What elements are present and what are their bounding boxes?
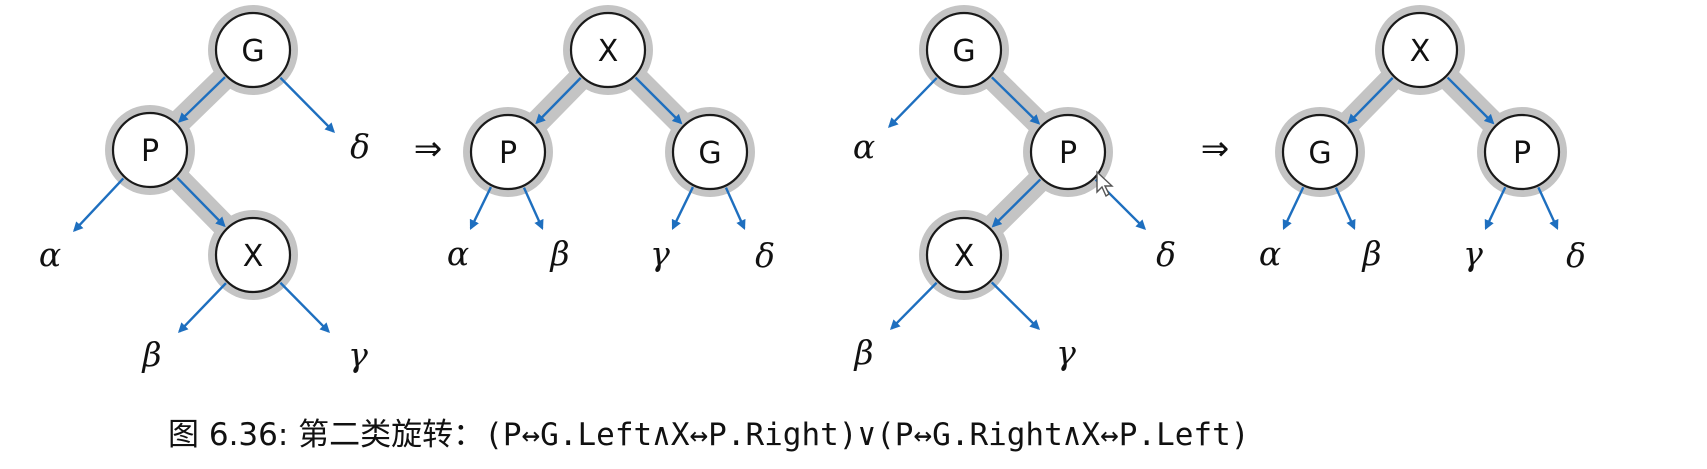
- right-double-arrow-icon: ⇒: [1201, 129, 1230, 169]
- case1-after-node-label-X: X: [598, 34, 619, 69]
- case1-after-subtree-label-2: γ: [650, 234, 670, 273]
- figure-caption: 图 6.36: 第二类旋转：(P↔G.Left∧X↔P.Right)∨(P↔G.…: [168, 420, 1249, 451]
- case2-before-node-G: [925, 11, 1003, 89]
- rotation-diagram: G P X X P G G P X X G P α β γ δ α β γ δ α β γ δ α β γ δ ⇒ ⇒: [39, 5, 1586, 374]
- case2-before-subtree-label-3: δ: [1156, 235, 1176, 274]
- case2-after-node-label-P: P: [1513, 136, 1531, 171]
- case2-after-subtree-label-2: γ: [1463, 234, 1483, 273]
- case1-after-node-P: [469, 113, 547, 191]
- mouse-pointer-icon: [1096, 170, 1114, 198]
- case2-after-node-X: [1381, 11, 1459, 89]
- case1-before-edge-G-P: [177, 76, 226, 123]
- case2-before-edge-P-X: [991, 178, 1042, 228]
- case2-before-node-label-X: X: [954, 239, 975, 274]
- case2-before-node-P: [1029, 113, 1107, 191]
- case2-after-edge-P-sub5: [1537, 186, 1559, 231]
- case1-after-subtree-label-3: δ: [755, 236, 775, 275]
- case2-before-subtree-label-2: γ: [1056, 333, 1076, 372]
- case1-after-node-G: [671, 113, 749, 191]
- caption-prefix: 图 6.36: 第二类旋转：: [168, 417, 485, 453]
- case1-before-edge-P-X: [176, 177, 226, 228]
- case2-after-node-P: [1483, 113, 1561, 191]
- case2-before-edge-G-P: [991, 76, 1041, 125]
- case1-before-node-label-X: X: [243, 239, 264, 274]
- case1-before-node-label-P: P: [141, 134, 159, 169]
- case1-before-subtree-label-0: α: [39, 235, 61, 274]
- case1-after-edge-X-P: [535, 77, 582, 125]
- case1-after-edge-X-G: [634, 76, 683, 125]
- case2-after-edge-X-G: [1347, 77, 1394, 125]
- case1-after-edge-P-sub2: [469, 186, 492, 231]
- case2-before-subtree-label-0: α: [853, 127, 875, 166]
- right-double-arrow-icon: ⇒: [414, 129, 443, 169]
- case1-after-node-label-P: P: [499, 136, 517, 171]
- case2-before-node-label-G: G: [952, 34, 975, 69]
- case1-before-edge-P-sub2: [72, 177, 125, 233]
- case2-after-edge-G-sub3: [1334, 187, 1356, 230]
- case2-after-subtree-label-3: δ: [1566, 236, 1586, 275]
- case2-after-subtree-label-1: β: [1360, 234, 1381, 273]
- case2-after-node-G: [1281, 113, 1359, 191]
- case2-before-edge-X-sub4: [889, 281, 938, 330]
- case1-before-node-P: [111, 111, 189, 189]
- case1-after-edge-G-sub4: [671, 186, 694, 231]
- case1-after-edge-P-sub3: [522, 187, 544, 230]
- case1-before-node-G: [214, 11, 292, 89]
- case2-before-node-label-P: P: [1059, 136, 1077, 171]
- case1-before-subtree-label-3: δ: [350, 127, 370, 166]
- case1-before-node-X: [214, 216, 292, 294]
- case1-before-edge-X-sub5: [279, 281, 331, 333]
- case2-before-edge-G-sub0: [888, 77, 938, 129]
- case2-after-node-label-X: X: [1410, 34, 1431, 69]
- case2-before-edge-X-sub5: [990, 281, 1040, 331]
- case1-before-edge-G-sub1: [279, 76, 336, 133]
- case2-after-node-label-G: G: [1308, 136, 1331, 171]
- case1-after-edge-G-sub5: [724, 187, 746, 230]
- case1-after-subtree-label-1: β: [548, 234, 569, 273]
- case2-before-subtree-label-1: β: [852, 333, 873, 372]
- case2-after-edge-X-P: [1446, 76, 1495, 125]
- case2-after-edge-P-sub4: [1484, 186, 1507, 230]
- case2-after-subtree-label-0: α: [1259, 234, 1281, 273]
- case1-after-node-label-G: G: [698, 136, 721, 171]
- case1-before-node-label-G: G: [241, 34, 264, 69]
- case1-after-subtree-label-0: α: [447, 234, 469, 273]
- case1-before-edge-X-sub4: [177, 282, 227, 333]
- case1-before-subtree-label-2: γ: [348, 335, 368, 374]
- case2-before-node-X: [925, 216, 1003, 294]
- caption-formula: (P↔G.Left∧X↔P.Right)∨(P↔G.Right∧X↔P.Left…: [484, 417, 1250, 453]
- case1-after-node-X: [569, 11, 647, 89]
- case1-before-subtree-label-1: β: [140, 335, 161, 374]
- case2-after-edge-G-sub2: [1282, 186, 1305, 230]
